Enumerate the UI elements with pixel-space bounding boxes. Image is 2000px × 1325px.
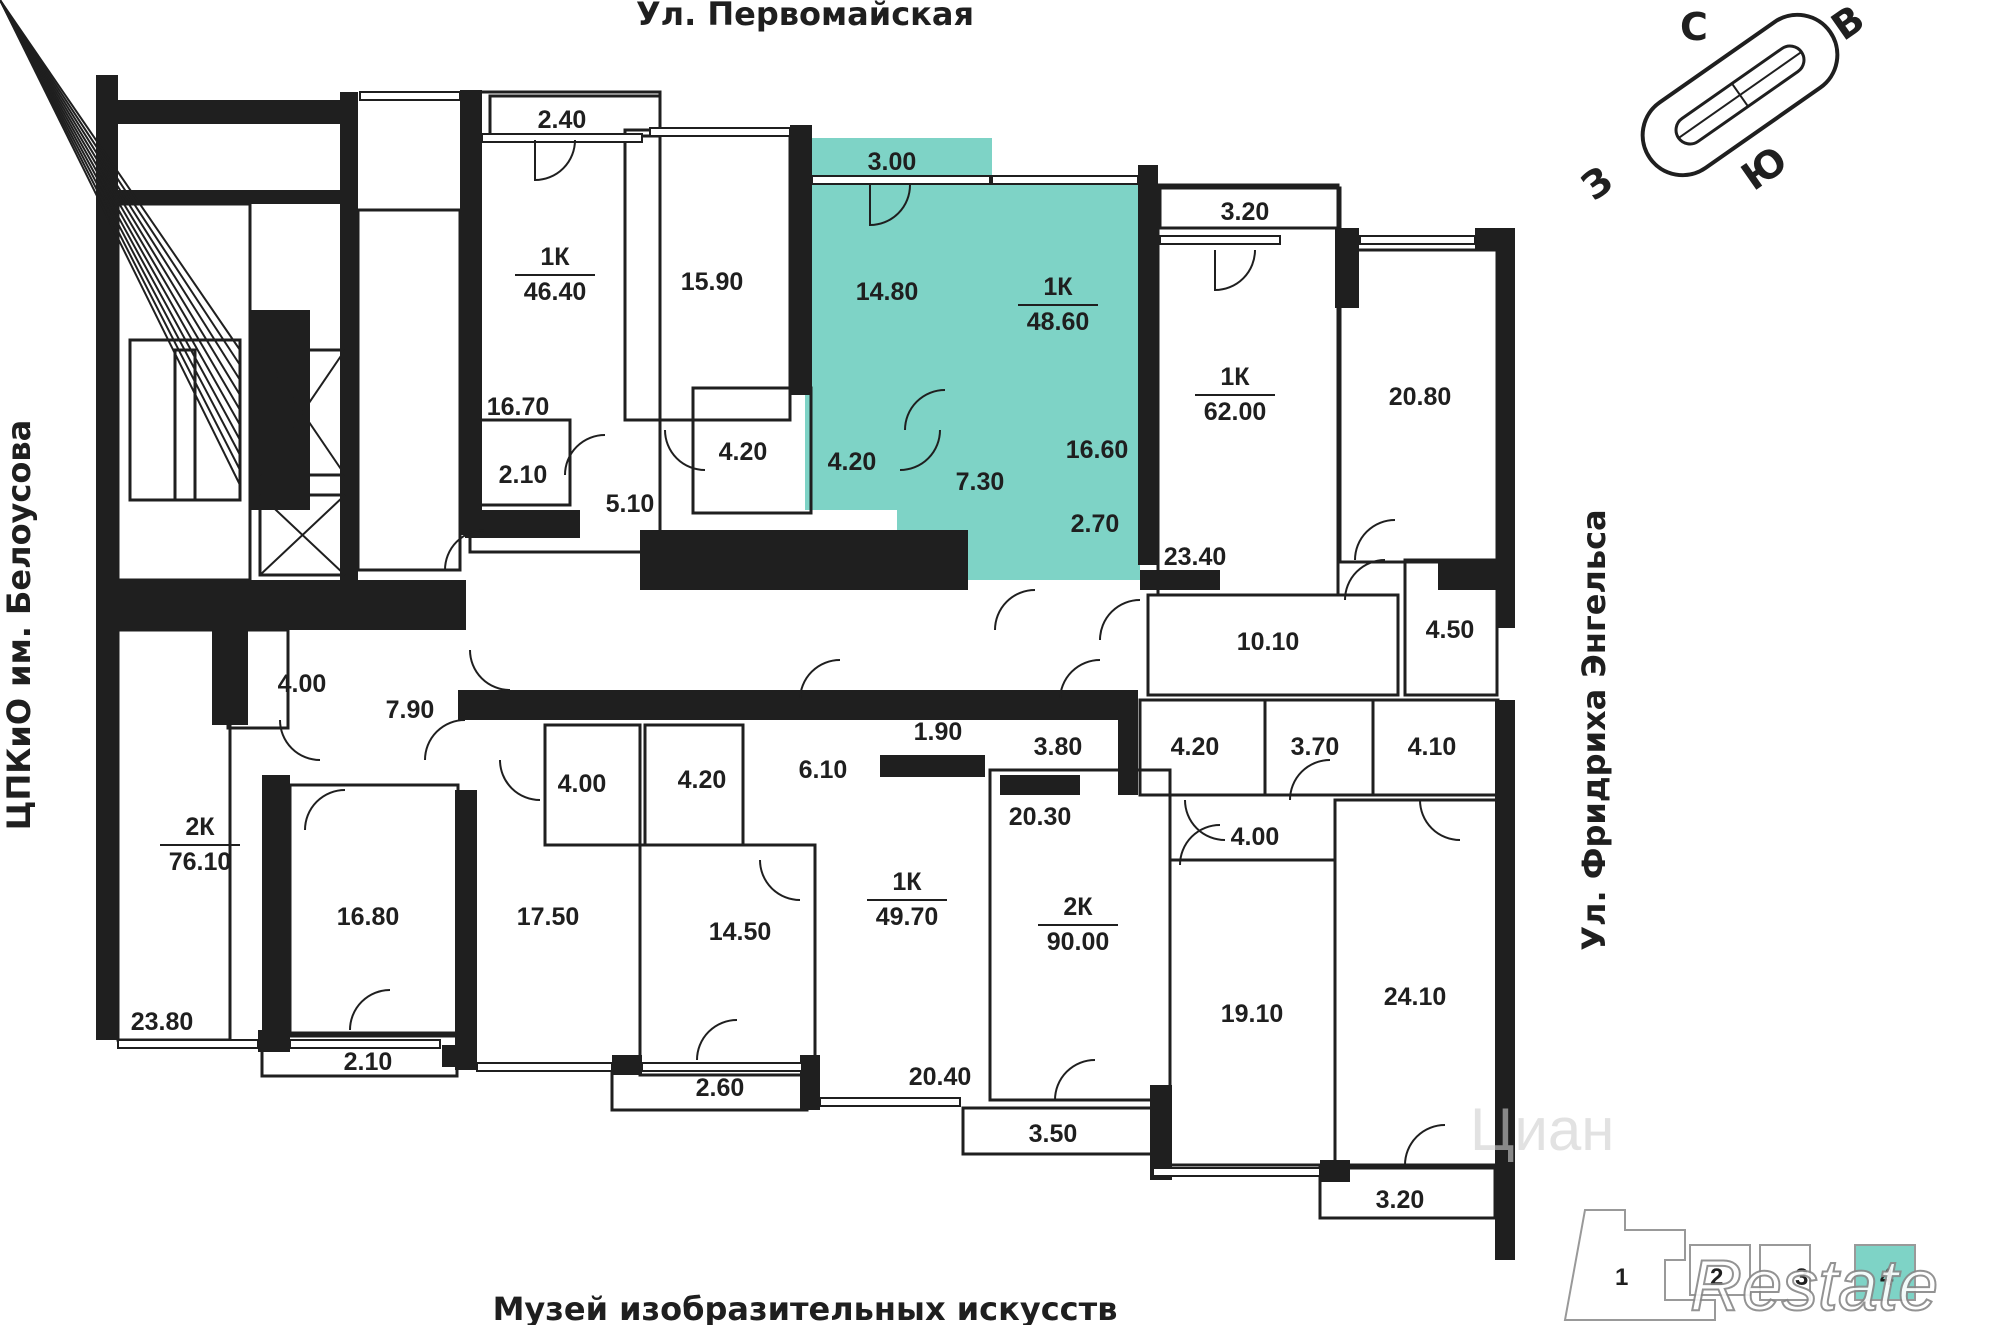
svg-text:90.00: 90.00 (1047, 928, 1110, 956)
room-area: 2.60 (696, 1074, 745, 1102)
room-area: 6.10 (799, 756, 848, 784)
mini-map-section-2: 2 (1710, 1264, 1723, 1291)
mini-map-section-1: 1 (1615, 1264, 1628, 1291)
room-area: 2.10 (344, 1048, 393, 1076)
room-area: 4.10 (1408, 733, 1457, 761)
svg-text:46.40: 46.40 (524, 278, 587, 306)
room-area: 2.40 (538, 106, 587, 134)
apartment-2k-76: 2К 76.10 (160, 813, 240, 876)
room-area: 10.10 (1237, 628, 1300, 656)
svg-text:2К: 2К (185, 813, 215, 841)
room-area: 17.50 (517, 903, 580, 931)
room-area: 20.80 (1389, 383, 1452, 411)
svg-text:1К: 1К (892, 868, 922, 896)
room-area: 7.30 (956, 468, 1005, 496)
compass: С В Ю З (1573, 0, 1872, 209)
mini-map-section-3: 3 (1795, 1264, 1808, 1291)
room-area: 16.70 (487, 393, 550, 421)
apartment-2k-90: 2К 90.00 (1038, 893, 1118, 956)
room-area: 4.20 (1171, 733, 1220, 761)
partitions (116, 90, 1500, 1167)
mini-map-section-4: 4 (1880, 1264, 1894, 1291)
room-area: 3.70 (1291, 733, 1340, 761)
room-area: 16.60 (1066, 436, 1129, 464)
doors (279, 139, 1461, 1166)
room-area: 24.10 (1384, 983, 1447, 1011)
room-area: 14.50 (709, 918, 772, 946)
watermark-restate: Restate (1690, 1246, 1938, 1325)
room-area: 3.20 (1221, 198, 1270, 226)
street-top: Ул. Первомайская (636, 0, 974, 33)
svg-text:62.00: 62.00 (1204, 398, 1267, 426)
room-area: 23.80 (131, 1008, 194, 1036)
apartment-1k-46: 1К 46.40 (515, 243, 595, 306)
apartment-labels: 1К 46.40 1К 48.60 1К 62.00 2К 76.10 1К 4… (160, 243, 1275, 956)
room-area: 20.30 (1009, 803, 1072, 831)
svg-text:76.10: 76.10 (169, 848, 232, 876)
room-area: 1.90 (914, 718, 963, 746)
room-area: 2.10 (499, 461, 548, 489)
stair-elevator-core (0, 0, 347, 582)
room-area: 3.80 (1034, 733, 1083, 761)
highlighted-apartment (805, 138, 1140, 580)
compass-north-label: С (1680, 5, 1708, 49)
room-area: 4.20 (828, 448, 877, 476)
svg-text:1К: 1К (1220, 363, 1250, 391)
compass-south-label: Ю (1733, 138, 1795, 200)
apartment-1k-62: 1К 62.00 (1195, 363, 1275, 426)
room-area: 3.20 (1376, 1186, 1425, 1214)
compass-east-label: В (1823, 0, 1872, 49)
svg-text:2К: 2К (1063, 893, 1093, 921)
room-area: 19.10 (1221, 1000, 1284, 1028)
room-area: 3.00 (868, 148, 917, 176)
street-right: Ул. Фридриха Энгельса (1575, 509, 1613, 950)
room-area: 4.20 (678, 766, 727, 794)
compass-west-label: З (1573, 158, 1620, 210)
street-bottom: Музей изобразительных искусств (493, 1290, 1118, 1325)
room-area: 23.40 (1164, 543, 1227, 571)
svg-text:49.70: 49.70 (876, 903, 939, 931)
section-mini-map: 1 2 3 4 (1563, 1209, 1916, 1321)
svg-text:48.60: 48.60 (1027, 308, 1090, 336)
room-area: 4.00 (278, 670, 327, 698)
room-area: 16.80 (337, 903, 400, 931)
room-area: 5.10 (606, 490, 655, 518)
room-area: 20.40 (909, 1063, 972, 1091)
street-left: ЦПКиО им. Белоусова (0, 420, 38, 830)
room-area: 2.70 (1071, 510, 1120, 538)
windows (117, 91, 1476, 1177)
room-area: 4.00 (558, 770, 607, 798)
room-area: 15.90 (681, 268, 744, 296)
room-labels: 2.40 15.90 3.00 14.80 16.70 4.20 4.20 7.… (131, 106, 1475, 1214)
room-area: 14.80 (856, 278, 919, 306)
room-area: 7.90 (386, 696, 435, 724)
watermark-cian: Циан (1470, 1096, 1614, 1163)
room-area: 3.50 (1029, 1120, 1078, 1148)
room-area: 4.00 (1231, 823, 1280, 851)
svg-text:1К: 1К (1043, 273, 1073, 301)
room-area: 4.20 (719, 438, 768, 466)
apartment-1k-49: 1К 49.70 (867, 868, 947, 931)
apartment-1k-48-highlighted: 1К 48.60 (1018, 273, 1098, 336)
svg-text:1К: 1К (540, 243, 570, 271)
room-area: 4.50 (1426, 616, 1475, 644)
